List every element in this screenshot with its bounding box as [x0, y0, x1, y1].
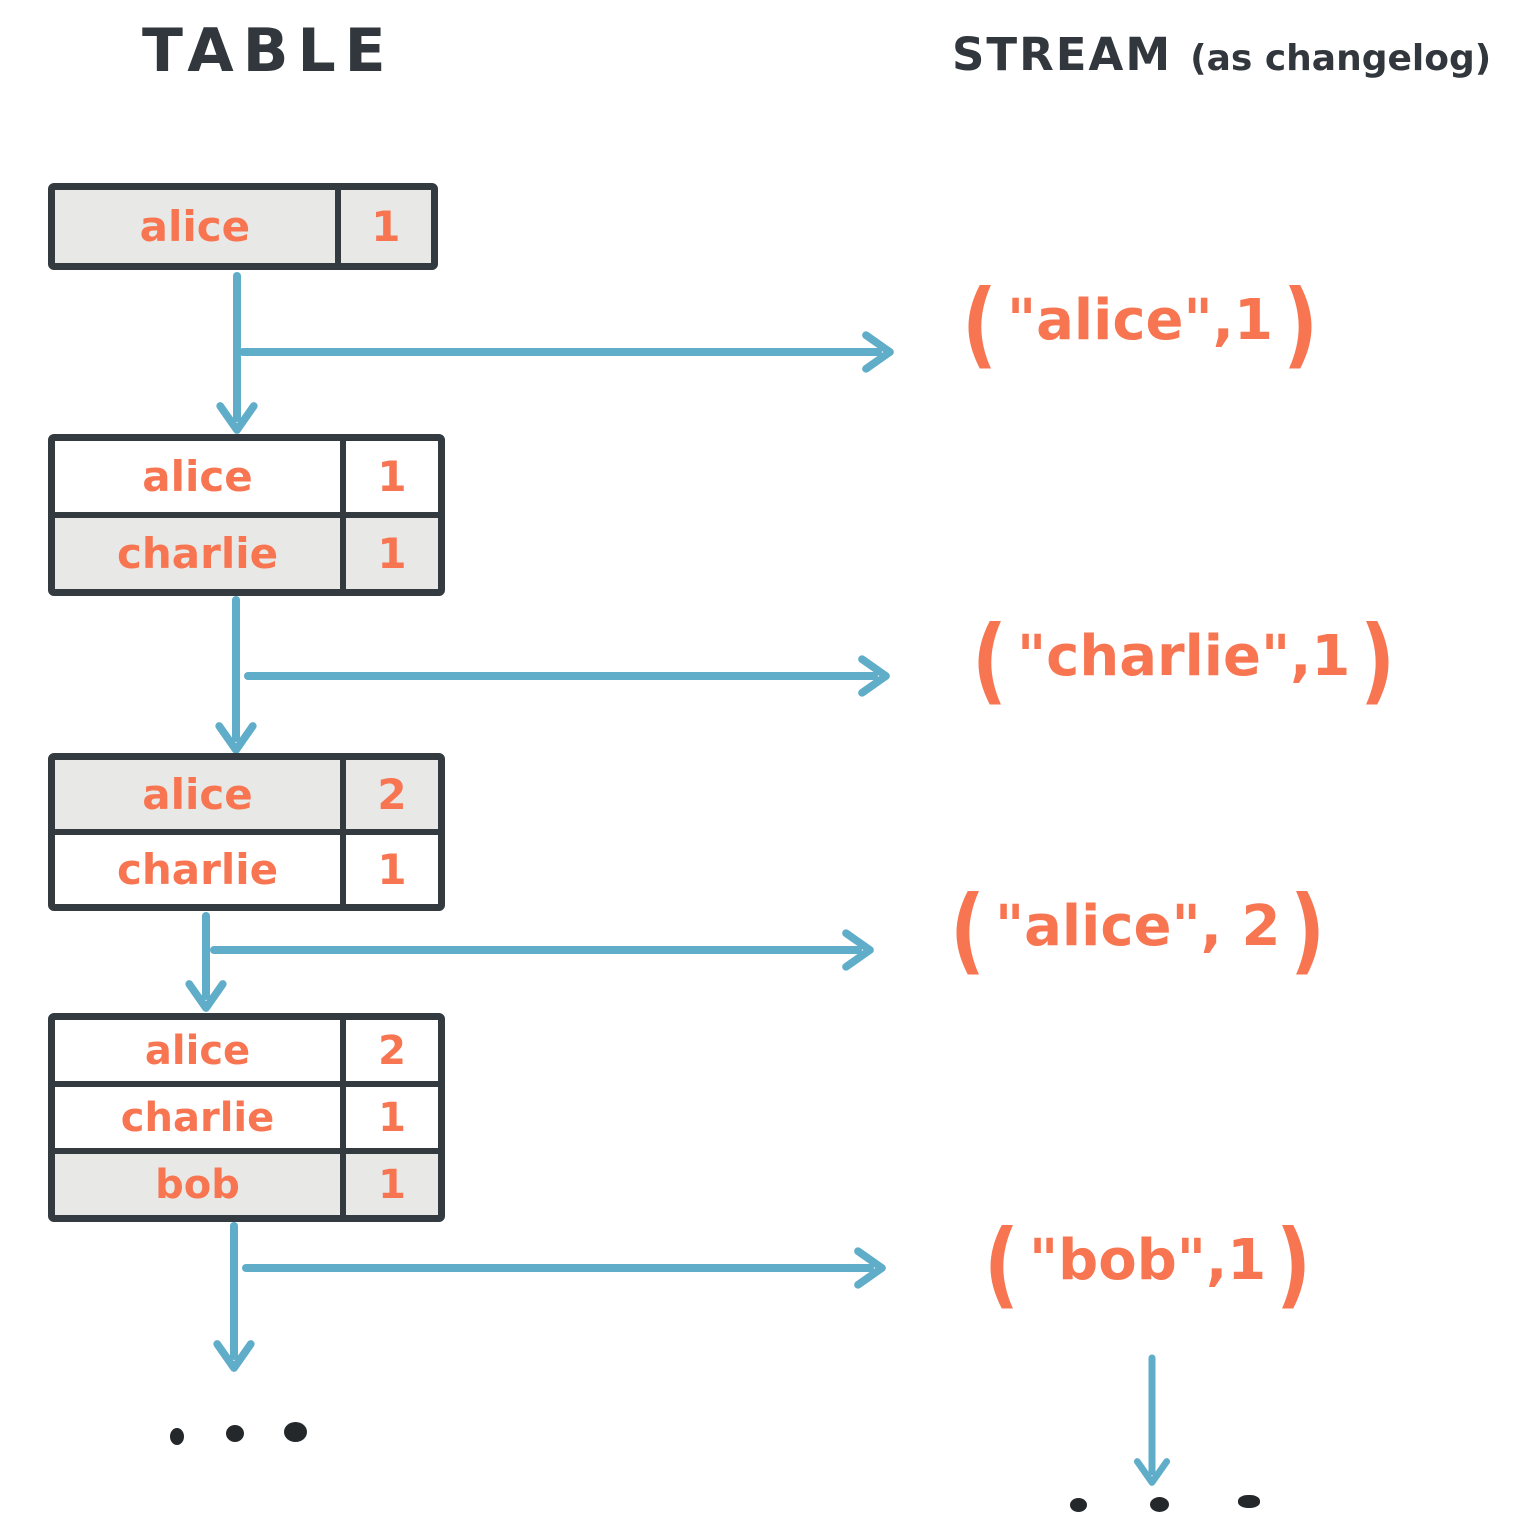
ellipsis-icon [170, 1428, 184, 1445]
row-key: charlie [116, 528, 279, 578]
ellipsis-icon [226, 1425, 244, 1442]
row-value-cell: 1 [341, 190, 431, 263]
row-key-cell: alice [55, 760, 347, 829]
row-key-cell: charlie [55, 518, 347, 589]
row-key: charlie [116, 844, 279, 894]
stream-title-text: STREAM [952, 28, 1173, 81]
stream-record: ( "charlie",1 ) [968, 614, 1399, 708]
row-value-cell: 1 [346, 835, 438, 904]
row-key: alice [142, 769, 253, 819]
row-value-cell: 2 [346, 760, 438, 829]
stream-title-suffix: (as changelog) [1190, 38, 1492, 79]
table-row: charlie 1 [55, 1081, 438, 1148]
row-value-cell: 1 [346, 1087, 438, 1148]
stream-record: ( "alice",1 ) [958, 278, 1322, 372]
stream-record-text: "alice", 2 [994, 894, 1281, 959]
row-key-cell: alice [55, 190, 341, 263]
table-row: alice 2 [55, 1020, 438, 1081]
row-key: alice [144, 1027, 251, 1074]
open-paren: ( [949, 876, 986, 985]
table-row: alice 1 [55, 441, 438, 512]
row-count: 2 [377, 769, 407, 819]
row-count: 2 [378, 1027, 406, 1074]
row-count: 1 [378, 1094, 406, 1141]
ellipsis-icon [284, 1422, 307, 1442]
open-paren: ( [961, 270, 998, 379]
stream-record: ( "alice", 2 ) [946, 884, 1329, 978]
stream-record-text: "alice",1 [1006, 288, 1273, 353]
open-paren: ( [983, 1210, 1020, 1319]
open-paren: ( [971, 606, 1008, 715]
row-key: bob [155, 1161, 240, 1208]
table-row: charlie 1 [55, 829, 438, 904]
close-paren: ) [1276, 1210, 1312, 1319]
stream-column-title: STREAM (as changelog) [952, 28, 1491, 81]
table-state-2: alice 1 charlie 1 [48, 434, 445, 596]
row-key: alice [142, 451, 253, 501]
row-count: 1 [378, 1161, 406, 1208]
close-paren: ) [1282, 270, 1319, 379]
ellipsis-icon [1150, 1497, 1169, 1512]
stream-record: ( "bob",1 ) [980, 1218, 1315, 1312]
table-column-title: TABLE [142, 16, 395, 86]
row-key-cell: bob [55, 1154, 347, 1215]
row-key-cell: alice [55, 441, 347, 512]
row-count: 1 [377, 844, 407, 894]
row-value-cell: 1 [346, 441, 438, 512]
row-value-cell: 1 [346, 1154, 438, 1215]
row-count: 1 [377, 528, 407, 578]
row-value-cell: 2 [346, 1020, 438, 1081]
close-paren: ) [1360, 606, 1396, 715]
table-state-1: alice 1 [48, 183, 438, 270]
table-row: charlie 1 [55, 512, 438, 589]
row-key-cell: charlie [55, 1087, 347, 1148]
table-row: alice 1 [55, 190, 431, 263]
row-count: 1 [377, 451, 407, 501]
table-state-4: alice 2 charlie 1 bob 1 [48, 1013, 445, 1222]
table-row: alice 2 [55, 760, 438, 829]
table-row: bob 1 [55, 1148, 438, 1215]
row-key-cell: charlie [55, 835, 347, 904]
stream-record-text: "charlie",1 [1016, 624, 1351, 689]
ellipsis-icon [1070, 1498, 1087, 1512]
row-value-cell: 1 [346, 518, 438, 589]
row-key: alice [139, 201, 251, 251]
row-key-cell: alice [55, 1020, 347, 1081]
row-key: charlie [120, 1094, 275, 1141]
table-state-3: alice 2 charlie 1 [48, 753, 445, 911]
ellipsis-icon [1238, 1495, 1260, 1508]
row-count: 1 [371, 201, 401, 251]
close-paren: ) [1290, 876, 1326, 985]
stream-record-text: "bob",1 [1028, 1228, 1267, 1293]
